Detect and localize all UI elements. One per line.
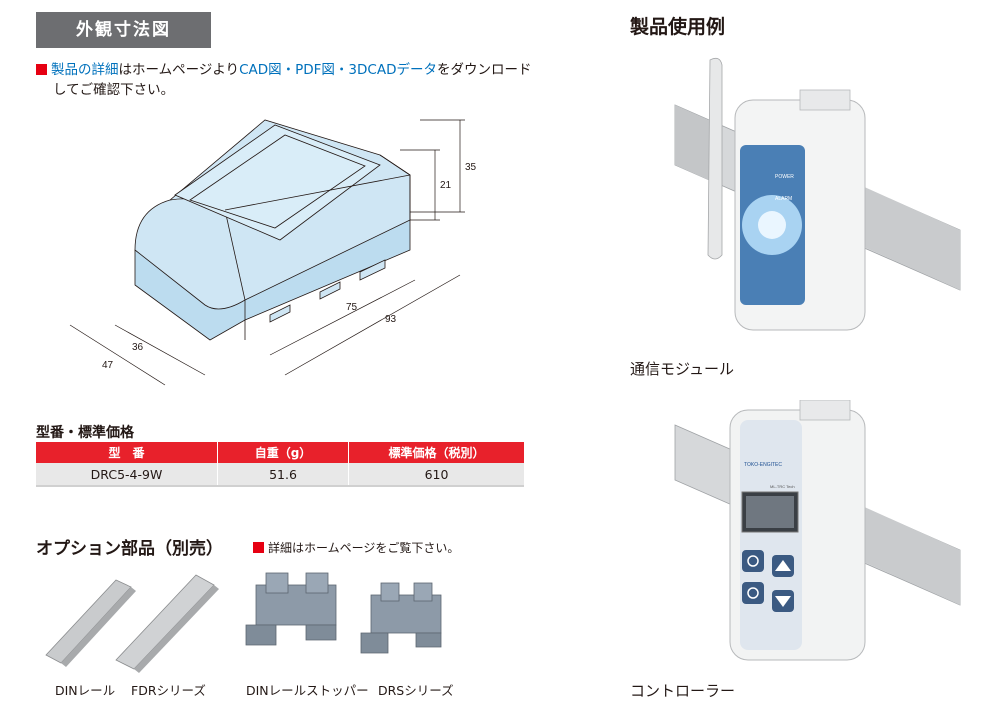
col-header-weight: 自重（g） <box>217 442 349 463</box>
comm-module-image: POWER ALARM <box>674 57 961 331</box>
caption-drs-series: DRSシリーズ <box>378 683 454 698</box>
dimension-drawing: 35 21 75 93 36 47 <box>69 119 477 386</box>
note-text: はホームページより <box>118 62 240 78</box>
din-rail-stopper-image <box>245 572 337 646</box>
brand-label: TOKO-ENGITEC <box>744 462 782 468</box>
note-link-cad[interactable]: CAD図・PDF図・3DCADデータ <box>239 62 437 78</box>
note-link-details[interactable]: 製品の詳細 <box>51 62 119 78</box>
dim-47: 47 <box>102 360 114 371</box>
led-label-alarm: ALARM <box>775 196 792 202</box>
bullet-square-icon <box>36 64 47 75</box>
usage-title: 製品使用例 <box>630 16 726 38</box>
caption-din-rail: DINレール <box>55 683 116 698</box>
section-tag: 外観寸法図 <box>36 12 211 48</box>
caption-controller: コントローラー <box>630 682 736 700</box>
fdr-rail-image <box>115 574 219 673</box>
dim-21: 21 <box>440 180 452 191</box>
controller-image: TOKO-ENGITEC ML-TRC Tech <box>674 400 961 661</box>
cell-weight: 51.6 <box>217 463 349 487</box>
caption-din-stopper: DINレールストッパー <box>246 683 369 698</box>
led-label-power: POWER <box>775 174 794 180</box>
options-title: オプション部品（別売） <box>36 539 223 559</box>
download-note: 製品の詳細はホームページよりCAD図・PDF図・3DCADデータをダウンロード … <box>36 60 606 100</box>
price-table: 型 番 自重（g） 標準価格（税別） DRC5-4-9W 51.6 610 <box>36 442 524 487</box>
din-rail-image <box>45 579 136 667</box>
option-parts-images <box>45 572 442 673</box>
col-header-price: 標準価格（税別） <box>348 442 524 463</box>
price-table-heading: 型番・標準価格 <box>36 425 134 441</box>
caption-comm-module: 通信モジュール <box>630 360 734 378</box>
note-text-end: をダウンロード <box>436 62 532 78</box>
note-text-line2: してご確認下さい。 <box>53 82 175 98</box>
bullet-square-icon <box>253 542 264 553</box>
model-label: ML-TRC Tech <box>770 484 795 489</box>
drs-series-image <box>360 582 442 654</box>
options-note: 詳細はホームページをご覧下さい。 <box>253 539 459 556</box>
table-row: DRC5-4-9W 51.6 610 <box>36 463 524 487</box>
dim-75: 75 <box>346 302 358 313</box>
cell-price: 610 <box>348 463 524 487</box>
dim-93: 93 <box>385 314 397 325</box>
cell-model: DRC5-4-9W <box>36 463 218 487</box>
controller-buttons <box>742 550 794 612</box>
dim-36: 36 <box>132 342 144 353</box>
dim-35: 35 <box>465 162 477 173</box>
col-header-model: 型 番 <box>36 442 218 463</box>
caption-fdr-series: FDRシリーズ <box>131 683 206 698</box>
